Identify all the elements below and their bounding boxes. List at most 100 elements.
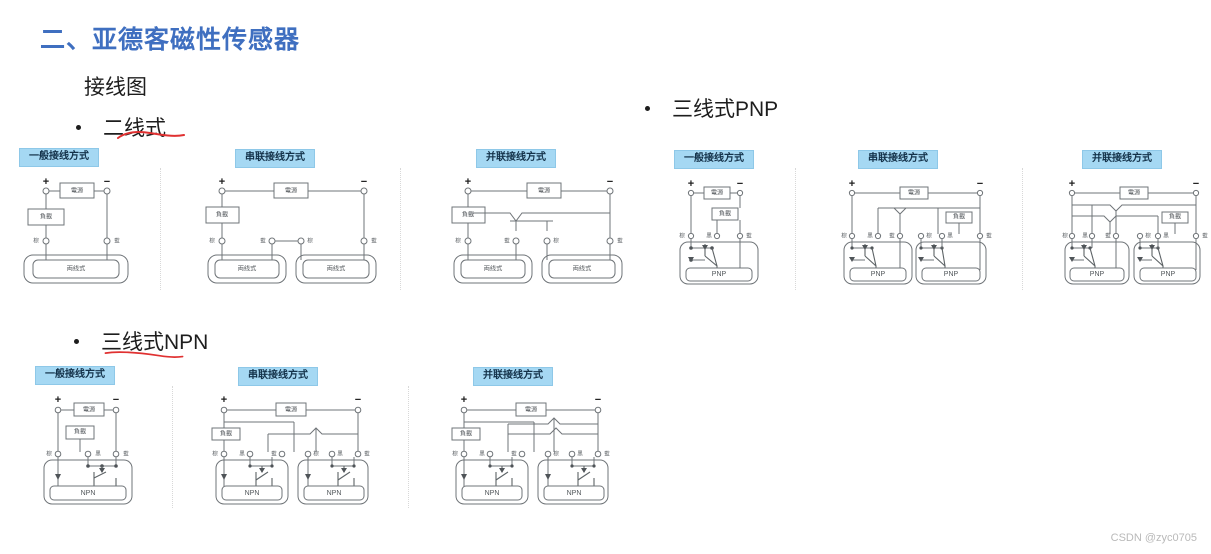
- svg-text:藍: 藍: [1202, 231, 1208, 239]
- svg-text:黑: 黑: [239, 450, 245, 457]
- svg-text:棕: 棕: [926, 231, 932, 239]
- circuit-2w-series: + − 電源 負載 棕 藍 棕 藍 両线式 両线式: [204, 175, 384, 287]
- svg-text:黑: 黑: [337, 450, 343, 457]
- svg-text:藍: 藍: [371, 236, 377, 244]
- svg-text:電源: 電源: [83, 406, 95, 414]
- svg-text:棕: 棕: [841, 231, 847, 239]
- svg-text:黑: 黑: [867, 232, 873, 239]
- circuit-2w-general: + − 電源 負載 棕 藍 両线式: [14, 175, 134, 287]
- subtitle-wiring-diagram: 接线图: [84, 76, 147, 99]
- svg-text:+: +: [221, 394, 227, 406]
- chip-pnp-parallel: 并联接线方式: [1082, 150, 1162, 169]
- svg-text:黑: 黑: [1163, 232, 1169, 239]
- circuit-npn-parallel: + − 電源 負載 棕 黑 藍 棕 黑 藍: [450, 394, 612, 508]
- page-title: 二、亚德客磁性传感器: [40, 26, 301, 54]
- svg-text:藍: 藍: [511, 449, 517, 457]
- chip-npn-general: 一般接线方式: [35, 366, 115, 385]
- svg-text:棕: 棕: [1062, 231, 1068, 239]
- svg-text:負載: 負載: [719, 210, 731, 218]
- svg-text:藍: 藍: [504, 236, 510, 244]
- section-heading-three-wire-pnp: 三线式PNP: [645, 93, 778, 123]
- svg-text:負載: 負載: [74, 428, 86, 436]
- svg-text:NPN: NPN: [327, 490, 342, 497]
- svg-text:両线式: 両线式: [484, 265, 503, 273]
- svg-text:+: +: [688, 178, 694, 190]
- svg-text:+: +: [219, 176, 225, 188]
- section-heading-two-wire: 二线式: [76, 112, 166, 142]
- divider-2w-2: [400, 168, 401, 290]
- chip-pnp-general: 一般接线方式: [674, 150, 754, 169]
- divider-npn-2: [408, 386, 409, 508]
- svg-text:PNP: PNP: [871, 271, 886, 278]
- svg-text:電源: 電源: [285, 406, 297, 414]
- svg-text:電源: 電源: [1128, 189, 1140, 197]
- circuit-npn-series: + − 電源 負載 棕 黑 藍 棕 黑 藍: [210, 394, 372, 508]
- section-heading-three-wire-npn: 三线式NPN: [74, 326, 208, 356]
- svg-text:黑: 黑: [706, 232, 712, 239]
- svg-text:−: −: [595, 394, 601, 406]
- svg-text:負載: 負載: [220, 430, 232, 438]
- svg-text:PNP: PNP: [1090, 271, 1105, 278]
- svg-text:電源: 電源: [71, 187, 83, 195]
- section-heading-label: 三线式NPN: [101, 331, 209, 354]
- svg-text:PNP: PNP: [1161, 271, 1176, 278]
- svg-text:黑: 黑: [947, 232, 953, 239]
- svg-text:電源: 電源: [908, 189, 920, 197]
- svg-text:PNP: PNP: [712, 271, 727, 278]
- svg-text:両线式: 両线式: [67, 265, 86, 273]
- svg-text:−: −: [113, 394, 119, 406]
- svg-text:PNP: PNP: [944, 271, 959, 278]
- svg-text:藍: 藍: [260, 236, 266, 244]
- bullet-dot-icon: [645, 105, 650, 111]
- divider-pnp-1: [795, 168, 796, 290]
- chip-2w-series: 串联接线方式: [235, 149, 315, 168]
- svg-text:電源: 電源: [538, 187, 550, 195]
- svg-text:NPN: NPN: [81, 490, 96, 497]
- svg-text:黑: 黑: [1082, 232, 1088, 239]
- svg-text:藍: 藍: [271, 449, 277, 457]
- circuit-pnp-general: + − 電源 負載 棕 黑 藍: [672, 178, 768, 290]
- svg-text:電源: 電源: [525, 406, 537, 414]
- svg-text:+: +: [465, 176, 471, 188]
- svg-text:NPN: NPN: [485, 490, 500, 497]
- svg-text:藍: 藍: [746, 231, 752, 239]
- svg-text:藍: 藍: [889, 231, 895, 239]
- svg-text:−: −: [977, 178, 983, 190]
- svg-text:−: −: [355, 394, 361, 406]
- section-heading-label: 二线式: [103, 117, 166, 140]
- svg-text:棕: 棕: [553, 236, 559, 244]
- svg-text:棕: 棕: [452, 449, 458, 457]
- watermark: CSDN @zyc0705: [1110, 532, 1197, 544]
- svg-text:負載: 負載: [1169, 213, 1181, 221]
- svg-text:棕: 棕: [553, 449, 559, 457]
- divider-pnp-2: [1022, 168, 1023, 290]
- svg-text:黑: 黑: [577, 450, 583, 457]
- bullet-dot-icon: [76, 124, 81, 130]
- svg-text:+: +: [1069, 178, 1075, 190]
- svg-text:電源: 電源: [711, 189, 723, 197]
- svg-text:電源: 電源: [285, 187, 297, 195]
- section-heading-label: 三线式PNP: [672, 98, 779, 121]
- svg-text:+: +: [461, 394, 467, 406]
- svg-text:−: −: [1193, 178, 1199, 190]
- svg-text:両线式: 両线式: [327, 265, 346, 273]
- svg-text:NPN: NPN: [567, 490, 582, 497]
- svg-text:棕: 棕: [307, 236, 313, 244]
- svg-text:棕: 棕: [46, 449, 52, 457]
- svg-text:棕: 棕: [679, 231, 685, 239]
- plus-sign: +: [43, 176, 49, 188]
- svg-text:黑: 黑: [479, 450, 485, 457]
- svg-text:棕: 棕: [209, 236, 215, 244]
- svg-text:棕: 棕: [455, 236, 461, 244]
- svg-text:両线式: 両线式: [573, 265, 592, 273]
- svg-text:藍: 藍: [364, 449, 370, 457]
- svg-text:棕: 棕: [33, 236, 39, 244]
- chip-2w-general: 一般接线方式: [19, 148, 99, 167]
- svg-text:藍: 藍: [617, 236, 623, 244]
- svg-text:棕: 棕: [212, 449, 218, 457]
- svg-text:−: −: [607, 176, 613, 188]
- bullet-dot-icon: [74, 338, 79, 344]
- svg-text:両线式: 両线式: [238, 265, 257, 273]
- divider-2w-1: [160, 168, 161, 290]
